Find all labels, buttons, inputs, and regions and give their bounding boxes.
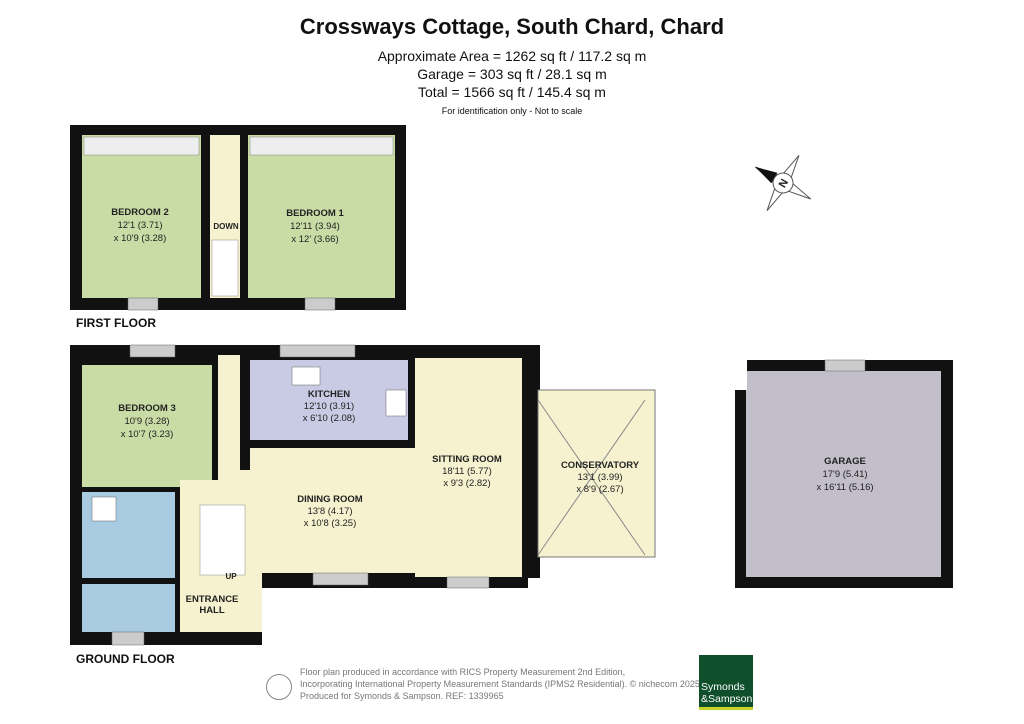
room-name: BEDROOM 1: [286, 208, 344, 219]
hob-icon: [385, 389, 407, 417]
sink-icon: [291, 366, 321, 386]
footer-line: Floor plan produced in accordance with R…: [300, 667, 626, 677]
room-dims: x 10'7 (3.23): [121, 429, 174, 440]
room-dims: x 8'9 (2.67): [576, 484, 623, 495]
wc: [82, 584, 175, 632]
dining-room: [250, 448, 408, 573]
window: [446, 576, 490, 589]
staircase: [211, 239, 239, 297]
staircase: [199, 504, 246, 576]
room-dims: x 16'11 (5.16): [816, 482, 873, 493]
window: [824, 359, 866, 372]
window: [127, 297, 159, 311]
room-name: DINING ROOM: [297, 494, 363, 505]
room-name: HALL: [199, 605, 225, 616]
room-name: BEDROOM 3: [118, 403, 176, 414]
kitchen: [250, 360, 408, 440]
wardrobe: [249, 136, 394, 156]
first-floor-label: FIRST FLOOR: [76, 316, 156, 330]
room-dims: 18'11 (5.77): [442, 466, 492, 477]
room-dims: x 10'8 (3.25): [304, 518, 357, 529]
room-name: SITTING ROOM: [432, 454, 502, 465]
window: [129, 344, 176, 358]
wardrobe: [83, 136, 200, 156]
room-dims: 13'8 (4.17): [307, 506, 352, 517]
room-dims: 13'1 (3.99): [577, 472, 622, 483]
roof-line: [537, 399, 646, 556]
room-name: KITCHEN: [308, 389, 350, 400]
room-dims: x 6'10 (2.08): [303, 413, 356, 424]
person-icon: [266, 674, 292, 700]
conservatory: [537, 389, 656, 558]
bedroom-2: [82, 135, 201, 298]
sitting-room: [415, 358, 522, 577]
bedroom-3: [82, 365, 212, 487]
shower-tray: [91, 496, 117, 522]
logo-text: Symonds: [701, 681, 745, 693]
compass-icon: [754, 154, 812, 212]
total-area: Total = 1566 sq ft / 145.4 sq m: [418, 84, 606, 100]
room-dims: 12'1 (3.71): [117, 220, 162, 231]
room-name: GARAGE: [824, 456, 866, 467]
room-dims: 12'10 (3.91): [304, 401, 354, 412]
room-dims: x 9'3 (2.82): [443, 478, 490, 489]
room-name: CONSERVATORY: [561, 460, 640, 471]
approx-area: Approximate Area = 1262 sq ft / 117.2 sq…: [377, 48, 647, 64]
room-dims: x 10'9 (3.28): [114, 233, 167, 244]
window: [312, 572, 369, 586]
window: [111, 631, 145, 646]
opening: [735, 360, 747, 390]
room-dims: 12'11 (3.94): [290, 221, 340, 232]
room-dims: 17'9 (5.41): [822, 469, 867, 480]
room-name: BEDROOM 2: [111, 207, 169, 218]
stairs-label: DOWN: [213, 222, 239, 231]
ground-floor-label: GROUND FLOOR: [76, 652, 175, 666]
footer-text: Floor plan produced in accordance with R…: [300, 666, 702, 702]
window: [279, 344, 356, 358]
page-title: Crossways Cottage, South Chard, Chard: [299, 14, 725, 39]
room-dims: 10'9 (3.28): [124, 416, 169, 427]
garage: [746, 371, 941, 577]
logo-text: &Sampson: [701, 693, 753, 705]
footer-line: Incorporating International Property Mea…: [300, 679, 703, 689]
garage-area: Garage = 303 sq ft / 28.1 sq m: [417, 66, 607, 82]
room-dims: x 12' (3.66): [291, 234, 338, 245]
window: [304, 297, 336, 311]
opening: [405, 448, 419, 573]
brand-logo: Symonds &Sampson: [699, 655, 753, 710]
room-name: ENTRANCE: [186, 594, 239, 605]
footer-line: Produced for Symonds & Sampson. REF: 133…: [300, 691, 504, 701]
disclaimer: For identification only - Not to scale: [441, 106, 583, 116]
bedroom-1: [248, 135, 395, 298]
stairs-label: UP: [225, 572, 237, 581]
